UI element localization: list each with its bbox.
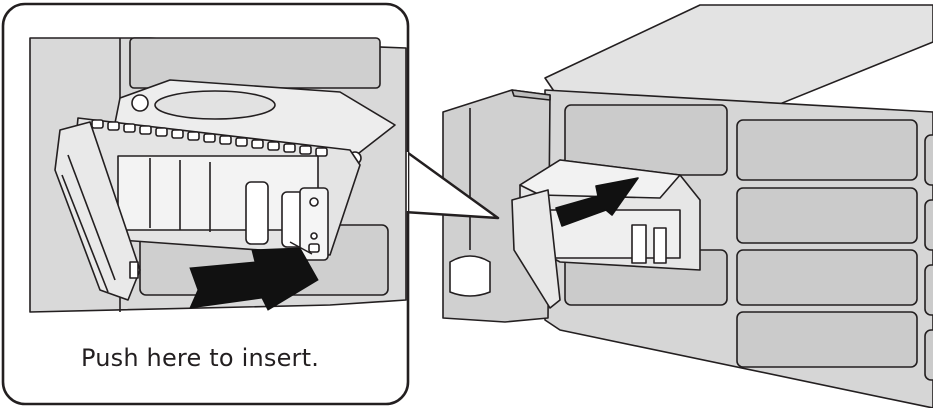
bay (925, 200, 933, 250)
bay (925, 330, 933, 380)
status-led-icon (311, 233, 317, 239)
nas-chassis (443, 5, 933, 408)
bay (737, 120, 917, 180)
bay (737, 250, 917, 305)
bay (737, 188, 917, 243)
bay (925, 135, 933, 185)
bay (737, 312, 917, 367)
callout-caption: Push here to insert. (40, 344, 360, 372)
rack-ear-notch (450, 256, 490, 296)
power-led-icon (310, 198, 318, 206)
bay (925, 265, 933, 315)
